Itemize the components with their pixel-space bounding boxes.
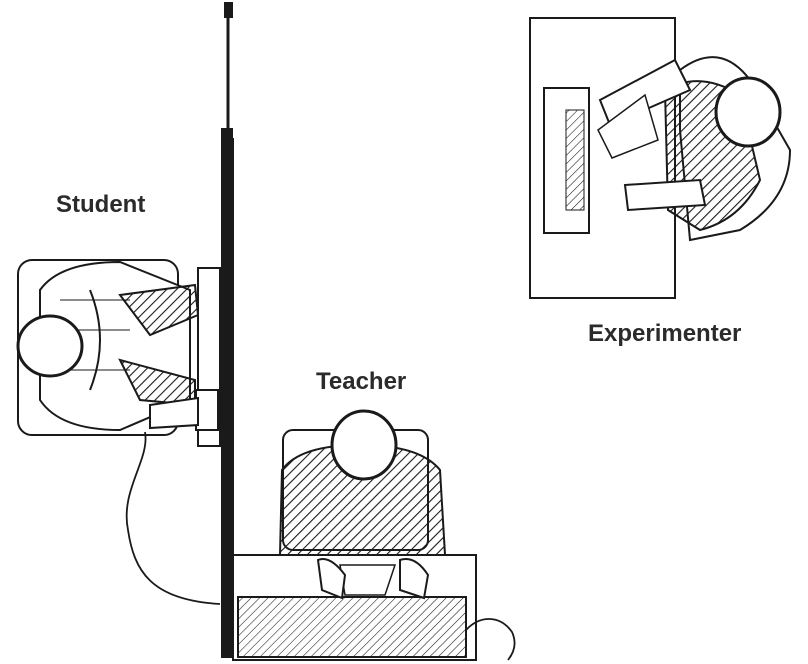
dividing-wall [221, 2, 234, 658]
experimenter-figure [529, 17, 792, 299]
teacher-label: Teacher [316, 368, 406, 395]
experimenter-label: Experimenter [588, 320, 741, 347]
student-figure [16, 259, 221, 605]
teacher-figure [232, 409, 516, 661]
student-label: Student [56, 191, 145, 218]
